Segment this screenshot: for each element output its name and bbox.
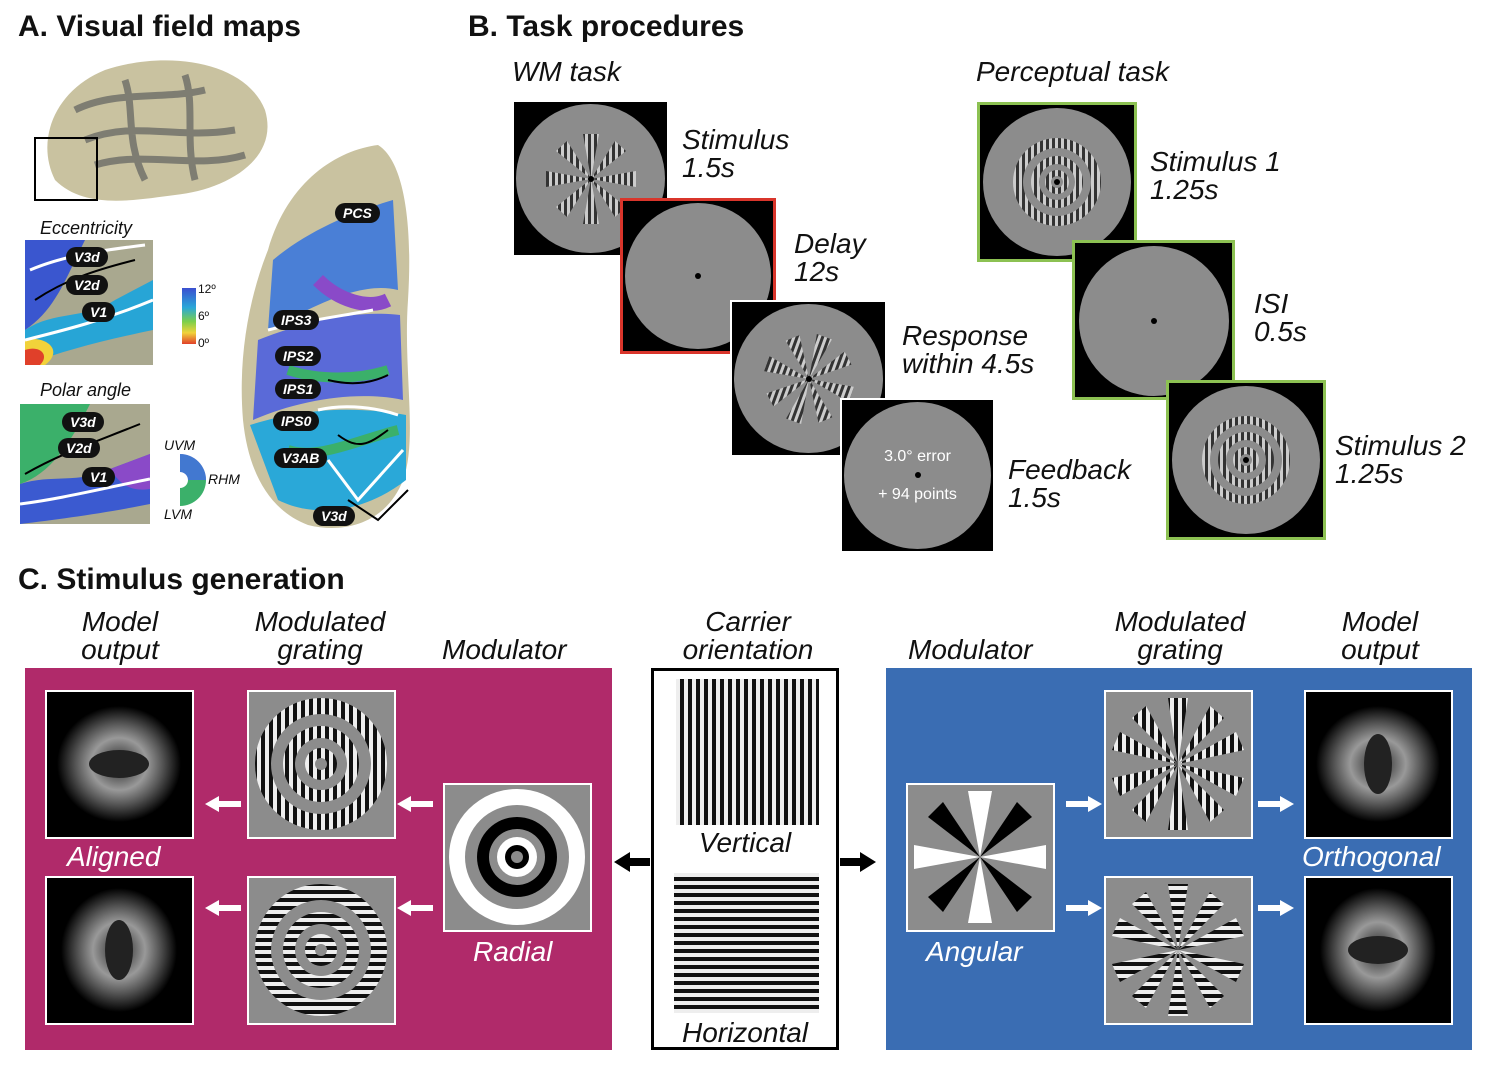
- arrow-left-icon: [397, 796, 433, 812]
- left-radial-panel: Aligned Radial: [25, 668, 612, 1050]
- eccentricity-colorbar: [182, 288, 196, 344]
- feedback-error-text: 3.0° error: [884, 448, 951, 465]
- radial-modulator: [443, 783, 592, 932]
- left-header-modulator: Modulator: [442, 634, 567, 665]
- wm-feedback-frame: 3.0° error + 94 points: [840, 398, 995, 553]
- polar-tag-v2d: V2d: [58, 438, 100, 458]
- polar-legend-lvm: LVM: [164, 506, 193, 522]
- orthogonal-output-bottom: [1304, 876, 1453, 1025]
- section-c-title: C. Stimulus generation: [18, 563, 345, 596]
- orthogonal-output-top: [1304, 690, 1453, 839]
- horizontal-label: Horizontal: [681, 1017, 809, 1048]
- ecc-tag-v1: V1: [82, 302, 116, 322]
- polar-angle-label: Polar angle: [40, 380, 132, 400]
- center-header-carrier: Carrier orientation: [682, 606, 814, 665]
- ecc-tag-v2d: V2d: [66, 275, 108, 295]
- polar-legend-wedge: [180, 454, 206, 506]
- wm-delay-frame: [620, 198, 776, 354]
- perc-stimulus2-frame: [1166, 380, 1326, 540]
- right-angular-panel: Angular Orthogonal: [886, 668, 1472, 1050]
- ecc-tag-v3d: V3d: [66, 247, 108, 267]
- wm-stimulus-angular-grating: [546, 134, 636, 224]
- ecc-scale-12: 12º: [198, 282, 216, 296]
- hemisphere-flat-map-image: [241, 145, 410, 528]
- eccentricity-label: Eccentricity: [40, 218, 133, 238]
- radial-vertical-grating: [247, 690, 396, 839]
- right-header-model-output: Model output: [1341, 606, 1419, 665]
- arrow-right-black-icon: [840, 852, 876, 872]
- feedback-points-text: + 94 points: [878, 486, 957, 503]
- polar-legend-uvm: UVM: [164, 437, 196, 453]
- section-b-title: B. Task procedures: [468, 10, 745, 43]
- ecc-scale-6: 6º: [198, 309, 210, 323]
- left-header-model-output: Model output: [81, 606, 159, 665]
- carrier-orientation-box: Vertical Horizontal: [651, 668, 839, 1050]
- hemi-tag-ips2: IPS2: [275, 346, 322, 366]
- right-header-modulator: Modulator: [908, 634, 1033, 665]
- perc-isi-frame: [1072, 240, 1235, 400]
- hemi-tag-ips3: IPS3: [273, 310, 320, 330]
- perc-stimulus1-frame: [977, 102, 1137, 262]
- perceptual-task-title: Perceptual task: [976, 56, 1169, 87]
- hemi-tag-v3d: V3d: [313, 506, 355, 526]
- section-a-title: A. Visual field maps: [18, 10, 301, 43]
- arrow-left-icon: [397, 900, 433, 916]
- arrow-right-icon: [1066, 900, 1102, 916]
- vertical-carrier-grating: [676, 679, 819, 825]
- arrow-left-black-icon: [614, 852, 650, 872]
- angular-modulator: [906, 783, 1055, 932]
- aligned-label: Aligned: [67, 841, 161, 872]
- arrow-left-icon: [205, 796, 241, 812]
- angular-vertical-grating: [1104, 690, 1253, 839]
- wm-response-angular-grating: [763, 333, 855, 425]
- arrow-right-icon: [1066, 796, 1102, 812]
- angular-horizontal-grating: [1104, 876, 1253, 1025]
- radial-label: Radial: [473, 936, 553, 967]
- wm-stimulus-frame: [514, 102, 667, 255]
- horizontal-carrier-grating: [674, 873, 819, 1013]
- arrow-left-icon: [205, 900, 241, 916]
- aligned-output-top: [45, 690, 194, 839]
- ecc-scale-0: 0º: [198, 336, 210, 350]
- angular-label: Angular: [926, 936, 1023, 967]
- aligned-output-bottom: [45, 876, 194, 1025]
- right-header-modulated-grating: Modulated grating: [1114, 606, 1246, 665]
- hemi-tag-v3ab: V3AB: [274, 448, 328, 468]
- wm-task-title: WM task: [512, 56, 621, 87]
- vertical-label: Vertical: [698, 827, 792, 858]
- hemi-tag-ips0: IPS0: [273, 411, 320, 431]
- brain-lateral-image: [34, 60, 268, 201]
- polar-tag-v1: V1: [82, 467, 116, 487]
- hemi-tag-pcs: PCS: [335, 203, 380, 223]
- hemi-tag-ips1: IPS1: [275, 379, 322, 399]
- polar-tag-v3d: V3d: [62, 412, 104, 432]
- left-header-modulated-grating: Modulated grating: [254, 606, 386, 665]
- polar-legend-rhm: RHM: [208, 471, 240, 487]
- arrow-right-icon: [1258, 900, 1294, 916]
- radial-horizontal-grating: [247, 876, 396, 1025]
- orthogonal-label: Orthogonal: [1302, 841, 1441, 872]
- arrow-right-icon: [1258, 796, 1294, 812]
